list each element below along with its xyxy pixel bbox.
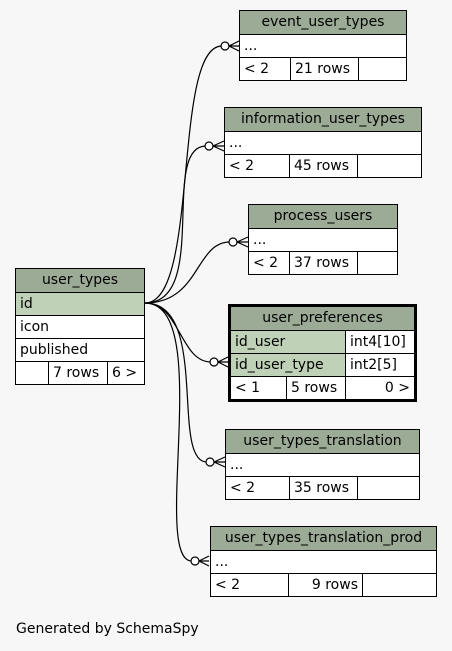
- children-count: [362, 574, 436, 596]
- column-icon: icon: [16, 315, 144, 338]
- parents-count: < 2: [230, 480, 256, 496]
- row-count: 5 rows: [286, 377, 345, 399]
- table-title: user_preferences: [231, 307, 414, 330]
- table-process-users[interactable]: process_users ... < 2 37 rows: [248, 204, 398, 275]
- table-title: user_types: [16, 269, 144, 292]
- column-ellipsis: ...: [211, 550, 436, 573]
- table-footer: < 2 45 rows: [225, 154, 421, 177]
- children-count: [357, 155, 421, 177]
- edge-end-marker: [190, 556, 200, 566]
- table-footer: < 2 37 rows: [249, 251, 397, 274]
- edge-end-marker: [204, 141, 214, 151]
- column-ellipsis: ...: [226, 453, 419, 476]
- table-user-types-translation-prod[interactable]: user_types_translation_prod ... < 2 9 ro…: [210, 526, 437, 597]
- edge-user-types-translation: [144, 302, 208, 463]
- column-id-user: id_user int4[10]: [231, 330, 414, 353]
- edge-information-user-types: [144, 145, 207, 304]
- table-footer: < 1 5 rows 0 >: [231, 376, 414, 399]
- parents-count: < 2: [244, 61, 270, 77]
- row-count: 9 rows: [288, 574, 362, 596]
- table-information-user-types[interactable]: information_user_types ... < 2 45 rows: [224, 107, 422, 178]
- row-count: 35 rows: [289, 477, 357, 499]
- table-user-types-translation[interactable]: user_types_translation ... < 2 35 rows: [225, 429, 420, 500]
- children-count: 6 >: [107, 362, 144, 384]
- row-count: 45 rows: [289, 155, 357, 177]
- column-id-user-type: id_user_type int2[5]: [231, 353, 414, 376]
- crow-foot-marker: [217, 356, 229, 368]
- row-count: 37 rows: [289, 252, 357, 274]
- crow-foot-marker: [228, 40, 240, 52]
- edge-end-marker: [209, 357, 219, 367]
- column-ellipsis: ...: [225, 131, 421, 154]
- column-type: int2[5]: [345, 354, 414, 376]
- column-type: int4[10]: [345, 331, 414, 353]
- parents-count: < 2: [229, 158, 255, 174]
- table-footer: < 2 35 rows: [226, 476, 419, 499]
- parents-count: < 1: [235, 380, 261, 396]
- edge-event-user-types: [144, 45, 223, 304]
- column-published: published: [16, 338, 144, 361]
- crow-foot-marker: [236, 236, 249, 248]
- column-ellipsis: ...: [240, 34, 406, 57]
- parents-count: < 2: [253, 255, 279, 271]
- edge-end-marker: [205, 457, 215, 467]
- edge-process-users: [144, 241, 231, 304]
- children-count: 0 >: [345, 377, 414, 399]
- generated-by-footer: Generated by SchemaSpy: [16, 621, 199, 637]
- crow-foot-marker: [198, 555, 210, 567]
- column-name: id_user_type: [231, 354, 345, 376]
- table-user-preferences[interactable]: user_preferences id_user int4[10] id_use…: [228, 304, 417, 402]
- children-count: [357, 252, 397, 274]
- table-event-user-types[interactable]: event_user_types ... < 2 21 rows: [239, 10, 407, 81]
- parents-count: [16, 362, 48, 384]
- crow-foot-marker: [212, 140, 225, 152]
- table-title: event_user_types: [240, 11, 406, 34]
- row-count: 21 rows: [290, 58, 358, 80]
- column-id: id: [16, 292, 144, 315]
- table-title: information_user_types: [225, 108, 421, 131]
- crow-foot-marker: [213, 456, 226, 468]
- children-count: [357, 477, 419, 499]
- edge-end-marker: [220, 41, 230, 51]
- table-footer: < 2 21 rows: [240, 57, 406, 80]
- row-count: 7 rows: [48, 362, 107, 384]
- children-count: [358, 58, 406, 80]
- table-user-types[interactable]: user_types id icon published 7 rows 6 >: [15, 268, 145, 385]
- column-name: id_user: [231, 331, 345, 353]
- table-title: process_users: [249, 205, 397, 228]
- table-title: user_types_translation_prod: [211, 527, 436, 550]
- edge-user-types-translation-prod: [144, 302, 193, 562]
- table-footer: 7 rows 6 >: [16, 361, 144, 384]
- table-footer: < 2 9 rows: [211, 573, 436, 596]
- table-title: user_types_translation: [226, 430, 419, 453]
- parents-count: < 2: [215, 577, 241, 593]
- edge-end-marker: [228, 237, 238, 247]
- column-ellipsis: ...: [249, 228, 397, 251]
